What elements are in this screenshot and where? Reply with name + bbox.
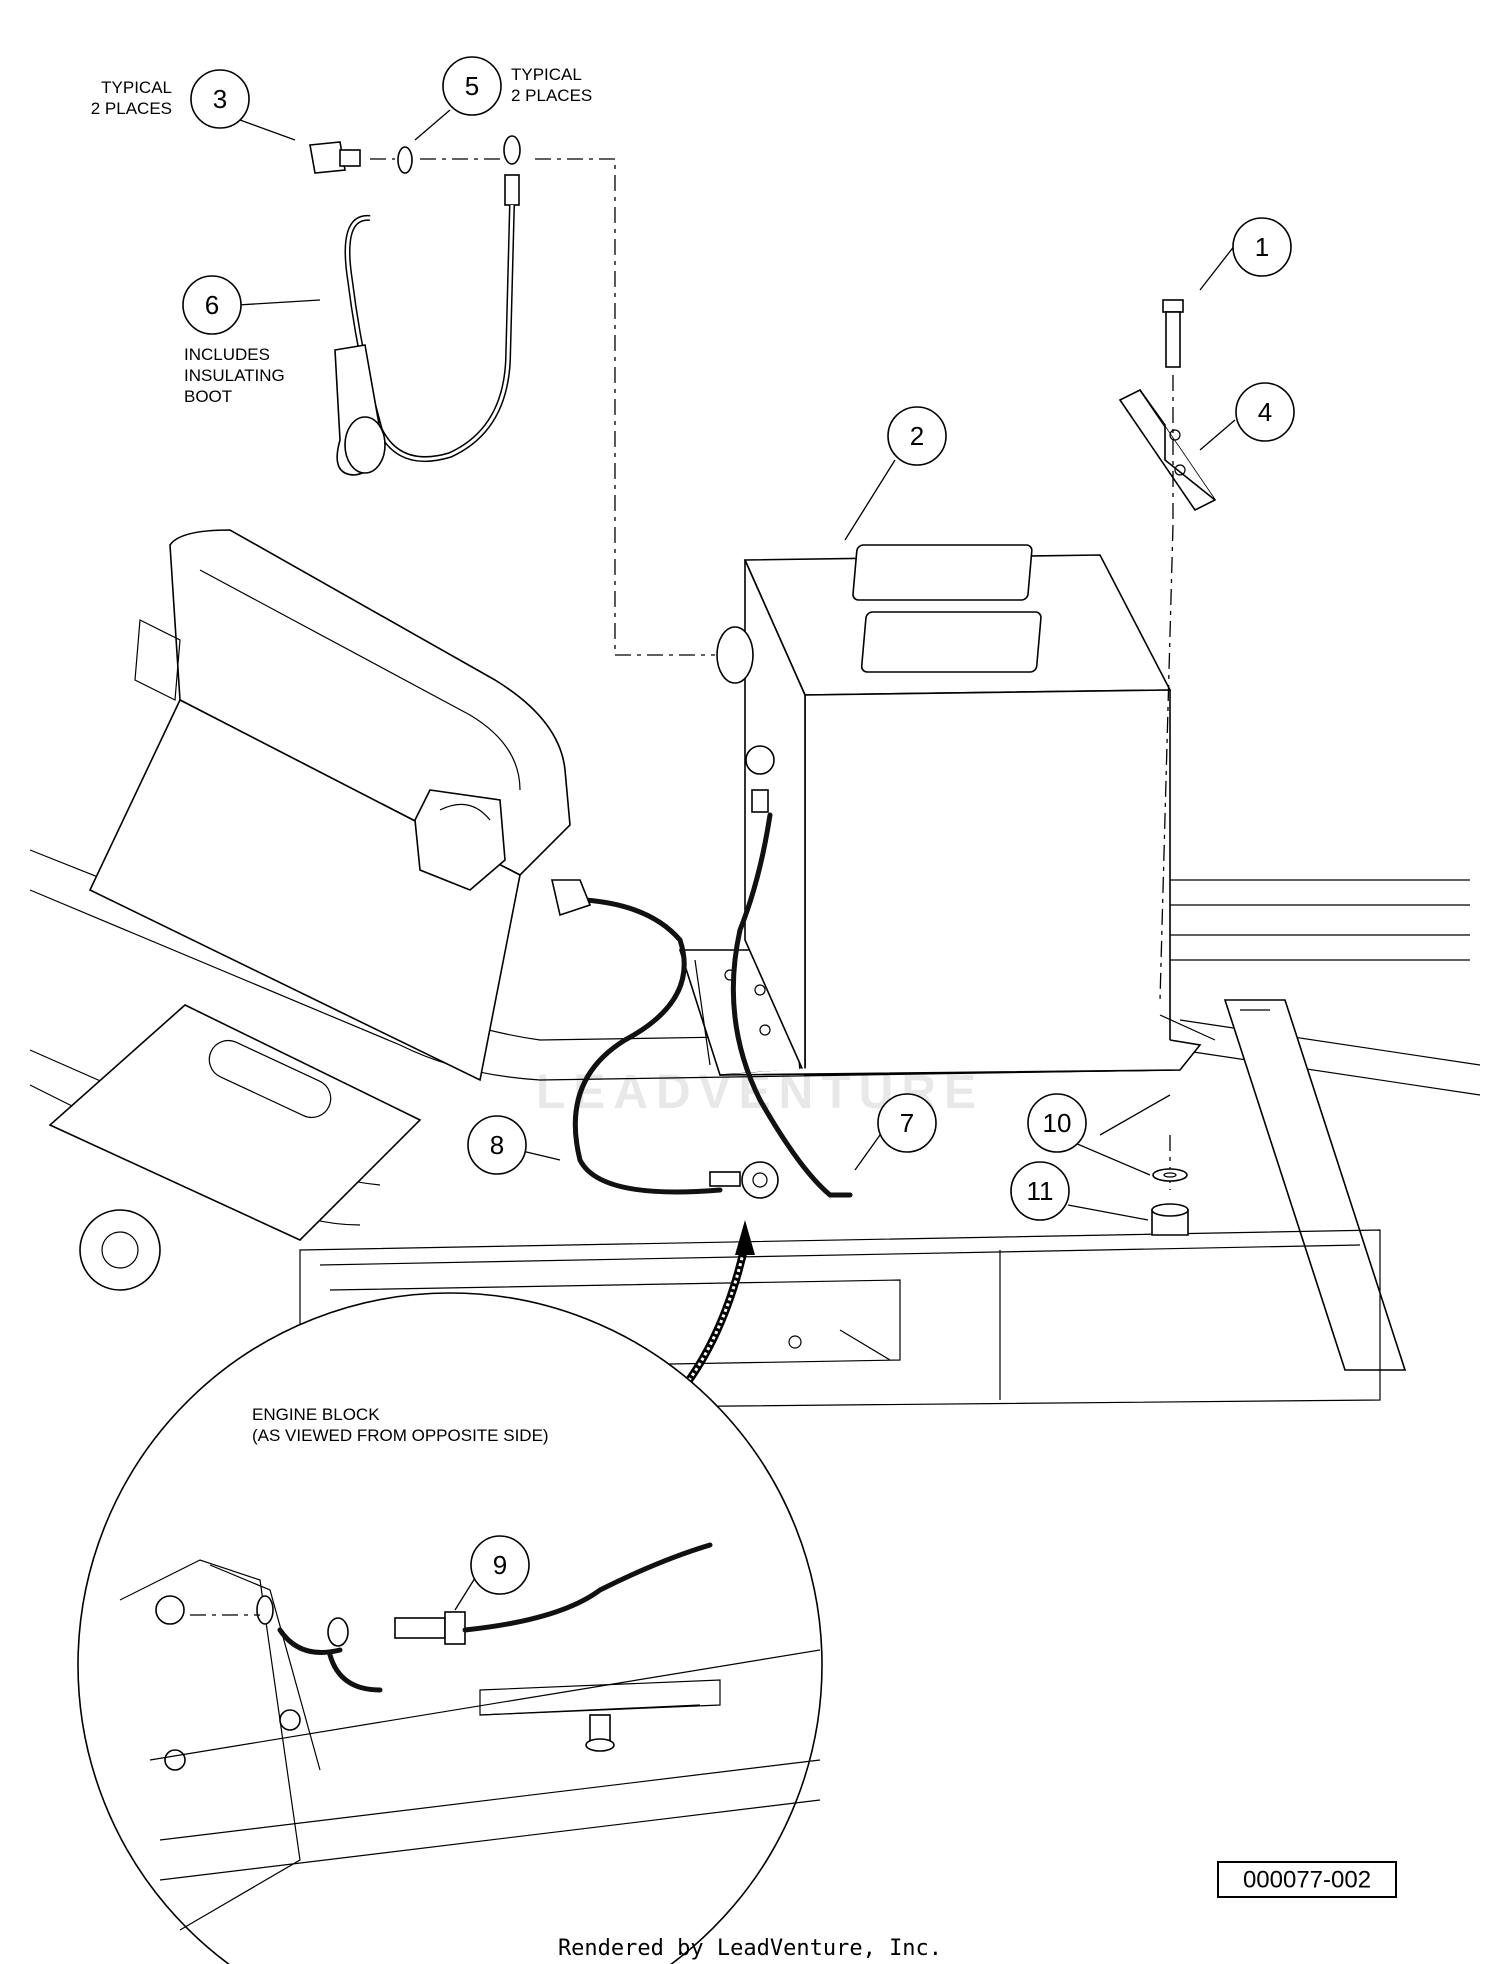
callout-4-label: 4 <box>1258 397 1272 427</box>
note-boot-line2: INSULATING <box>184 366 285 385</box>
callout-6-label: 6 <box>205 290 219 320</box>
callout-10-label: 10 <box>1043 1108 1072 1138</box>
note-typical-5-line2: 2 PLACES <box>511 86 592 105</box>
callout-7-label: 7 <box>900 1108 914 1138</box>
note-boot-line3: BOOT <box>184 387 232 406</box>
callout-9: 9 <box>470 1535 530 1595</box>
battery-box <box>88 529 801 1082</box>
callout-7: 7 <box>877 1093 937 1153</box>
callout-1-label: 1 <box>1255 232 1269 262</box>
note-boot-line1: INCLUDES <box>184 345 270 364</box>
callout-3-label: 3 <box>213 84 227 114</box>
callout-2-label: 2 <box>910 421 924 451</box>
callout-5-label: 5 <box>465 71 479 101</box>
callout-3: 3 <box>190 69 250 129</box>
callout-11: 11 <box>1010 1161 1070 1221</box>
engine-block-detail <box>77 1292 823 1964</box>
callout-6: 6 <box>182 275 242 335</box>
drawing-number: 000077-002 <box>1243 1867 1371 1894</box>
callout-4: 4 <box>1235 382 1295 442</box>
note-typical-5-line1: TYPICAL <box>511 65 582 84</box>
callout-1: 1 <box>1232 217 1292 277</box>
note-engine-line1: ENGINE BLOCK <box>252 1405 380 1424</box>
callout-10: 10 <box>1027 1093 1087 1153</box>
mower-frame <box>29 849 1481 1411</box>
callout-9-label: 9 <box>493 1550 507 1580</box>
lock-nut <box>1151 1203 1189 1236</box>
hold-down-bolt <box>1162 299 1184 368</box>
ground-cable <box>334 135 521 476</box>
flat-washer <box>1152 1168 1188 1182</box>
callout-2: 2 <box>887 406 947 466</box>
drawing-number-box: 000077-002 <box>1217 1861 1397 1898</box>
leader-lines <box>237 109 1236 1611</box>
battery <box>716 544 1216 1076</box>
callout-8-label: 8 <box>490 1130 504 1160</box>
note-typical-3-line1: TYPICAL <box>101 78 172 97</box>
note-typical-3-line2: 2 PLACES <box>91 99 172 118</box>
callout-5: 5 <box>442 56 502 116</box>
footer-credit: Rendered by LeadVenture, Inc. <box>557 1936 943 1961</box>
hex-bolt <box>309 141 361 174</box>
callout-8: 8 <box>467 1115 527 1175</box>
hold-down-bracket <box>1118 388 1217 512</box>
lock-washer <box>397 146 413 174</box>
battery-cables <box>550 812 853 1199</box>
note-engine-line2: (AS VIEWED FROM OPPOSITE SIDE) <box>252 1426 549 1445</box>
callout-11-label: 11 <box>1027 1176 1054 1206</box>
